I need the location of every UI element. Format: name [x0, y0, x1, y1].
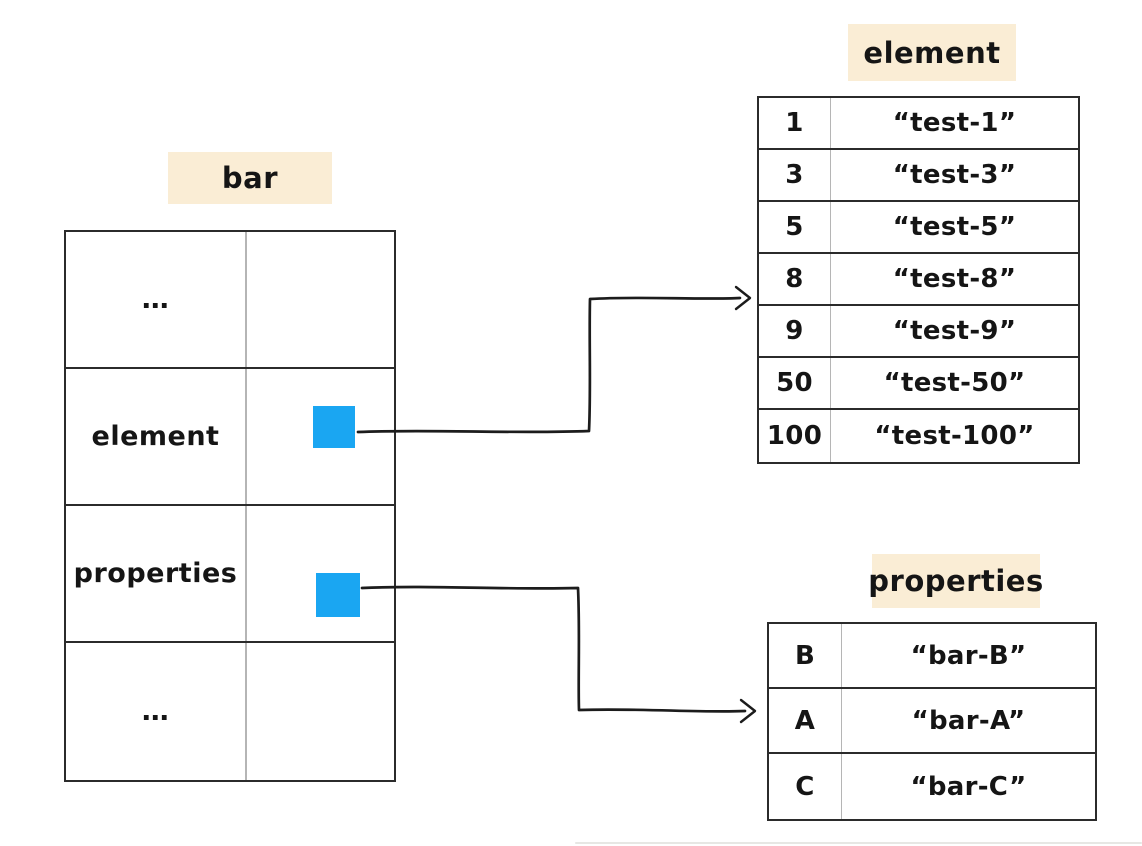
pointer-square [313, 406, 355, 448]
element-table-title: element [848, 24, 1016, 81]
row-key: B [794, 640, 816, 671]
bar-row-label: … [141, 284, 170, 315]
row-value: “bar-B” [841, 624, 1095, 687]
table-row: 100 “test-100” [759, 410, 1078, 462]
table-row: 1 “test-1” [759, 98, 1078, 150]
element-table: 1 “test-1” 3 “test-3” 5 “test-5” 8 “test… [757, 96, 1080, 464]
table-row: 9 “test-9” [759, 306, 1078, 358]
row-value: “bar-C” [841, 754, 1095, 819]
arrow-properties-pointer [360, 585, 757, 724]
table-row: 8 “test-8” [759, 254, 1078, 306]
row-key: 50 [776, 368, 813, 398]
bar-row-label: … [141, 696, 170, 727]
properties-table: B “bar-B” A “bar-A” C “bar-C” [767, 622, 1097, 821]
bar-table-row: properties [66, 506, 394, 643]
table-row: 3 “test-3” [759, 150, 1078, 202]
row-key: 1 [785, 108, 804, 138]
row-key: 9 [785, 316, 804, 346]
bar-row-label: element [91, 421, 220, 452]
table-row: B “bar-B” [769, 624, 1095, 689]
row-key: 3 [785, 160, 804, 190]
row-value: “bar-A” [841, 689, 1095, 752]
row-value: “test-100” [830, 410, 1078, 462]
bar-table: … element properties … [64, 230, 396, 782]
bar-table-row: … [66, 232, 394, 369]
row-value: “test-9” [830, 306, 1078, 356]
arrow-element-pointer [356, 285, 752, 434]
table-row: C “bar-C” [769, 754, 1095, 819]
bar-row-value-cell [245, 232, 394, 367]
row-value: “test-8” [830, 254, 1078, 304]
row-value: “test-5” [830, 202, 1078, 252]
table-row: A “bar-A” [769, 689, 1095, 754]
row-key: 100 [766, 421, 823, 451]
bar-row-label: properties [73, 558, 238, 589]
bar-row-value-cell [245, 506, 394, 641]
bar-row-value-cell [245, 369, 394, 504]
page-edge-line [575, 842, 1142, 844]
row-key: 5 [785, 212, 804, 242]
row-key: 8 [785, 264, 804, 294]
bar-table-row: element [66, 369, 394, 506]
row-value: “test-50” [830, 358, 1078, 408]
properties-table-title: properties [868, 554, 1043, 608]
bar-table-title: bar [168, 152, 332, 204]
row-key: A [794, 705, 816, 736]
row-value: “test-3” [830, 150, 1078, 200]
row-key: C [795, 771, 815, 802]
table-row: 50 “test-50” [759, 358, 1078, 410]
bar-table-row: … [66, 643, 394, 780]
row-value: “test-1” [830, 98, 1078, 148]
pointer-square [316, 573, 360, 617]
table-row: 5 “test-5” [759, 202, 1078, 254]
bar-row-value-cell [245, 643, 394, 780]
